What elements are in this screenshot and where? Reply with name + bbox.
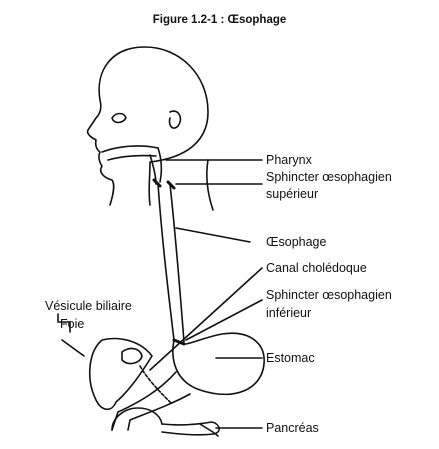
figure-title: Figure 1.2-1 : Œsophage (152, 14, 287, 26)
pharynx (157, 147, 163, 183)
label-sphincter-inf-1: Sphincter œsophagien (266, 288, 392, 302)
leader-canal (149, 267, 263, 371)
leader-sphincter-inf (185, 299, 263, 341)
bile-duct (139, 365, 173, 405)
leader-oesophage (175, 227, 251, 243)
head-outline (86, 46, 209, 206)
ear (168, 110, 182, 129)
label-pancreas: Pancréas (266, 421, 319, 435)
label-canal: Canal cholédoque (266, 261, 367, 275)
gallbladder (121, 347, 143, 365)
oral-cavity (101, 145, 159, 153)
leader-vesicule (57, 313, 71, 333)
neck-back (206, 159, 214, 211)
oesophagus-tube-right (169, 183, 185, 343)
leader-foie (61, 339, 85, 357)
label-foie: Foie (60, 317, 84, 331)
duodenum (111, 407, 163, 431)
label-pharynx: Pharynx (266, 153, 313, 167)
label-sphincter-sup-1: Sphincter œsophagien (266, 170, 392, 184)
liver (88, 337, 153, 411)
label-vesicule: Vésicule biliaire (45, 299, 132, 313)
stomach (172, 332, 265, 396)
oesophagus-tube-left (157, 183, 175, 341)
pancreas (161, 421, 220, 436)
label-oesophage: Œsophage (266, 235, 327, 249)
eye (111, 112, 127, 124)
label-estomac: Estomac (266, 351, 315, 365)
label-sphincter-inf-2: inférieur (266, 306, 311, 320)
label-sphincter-sup-2: supérieur (266, 187, 318, 201)
